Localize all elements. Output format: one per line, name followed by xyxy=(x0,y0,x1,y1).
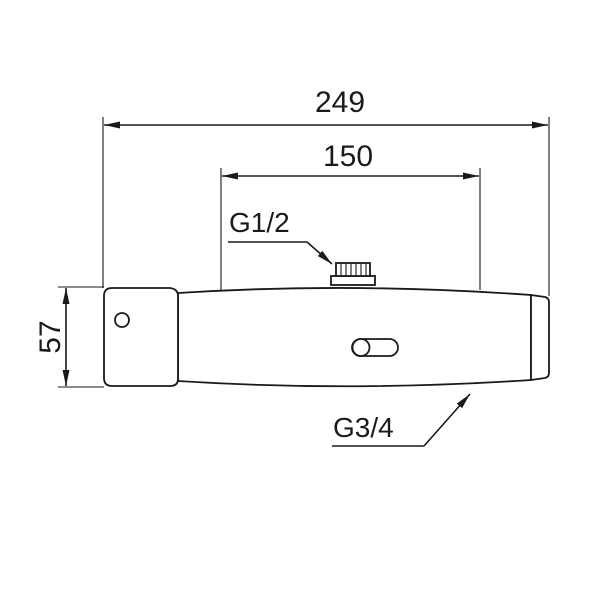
top-connection-label: G1/2 xyxy=(229,207,290,238)
top-callout-leader-arrow xyxy=(306,241,333,265)
temperature-control-handle xyxy=(103,287,179,387)
side-callout-leader-arrow xyxy=(423,393,471,447)
side-connection-label: G3/4 xyxy=(333,412,394,443)
overall-length-label: 249 xyxy=(315,86,365,119)
inlet-base xyxy=(330,275,376,286)
thermostat-body xyxy=(103,262,550,388)
main-barrel xyxy=(177,287,532,388)
top-connection-callout: G1/2 xyxy=(228,207,333,265)
overall-length-dimension: 249 xyxy=(102,86,550,296)
side-connection-callout: G3/4 xyxy=(332,393,471,447)
top-inlet-connection xyxy=(330,262,376,286)
height-label: 57 xyxy=(34,320,67,353)
safety-stop-button xyxy=(114,312,130,328)
right-end-cap xyxy=(530,293,550,382)
connection-spacing-dimension: 150 xyxy=(220,140,481,290)
outlet-end-circle xyxy=(351,338,371,357)
connection-spacing-label: 150 xyxy=(323,140,373,173)
height-dimension: 57 xyxy=(34,286,104,388)
